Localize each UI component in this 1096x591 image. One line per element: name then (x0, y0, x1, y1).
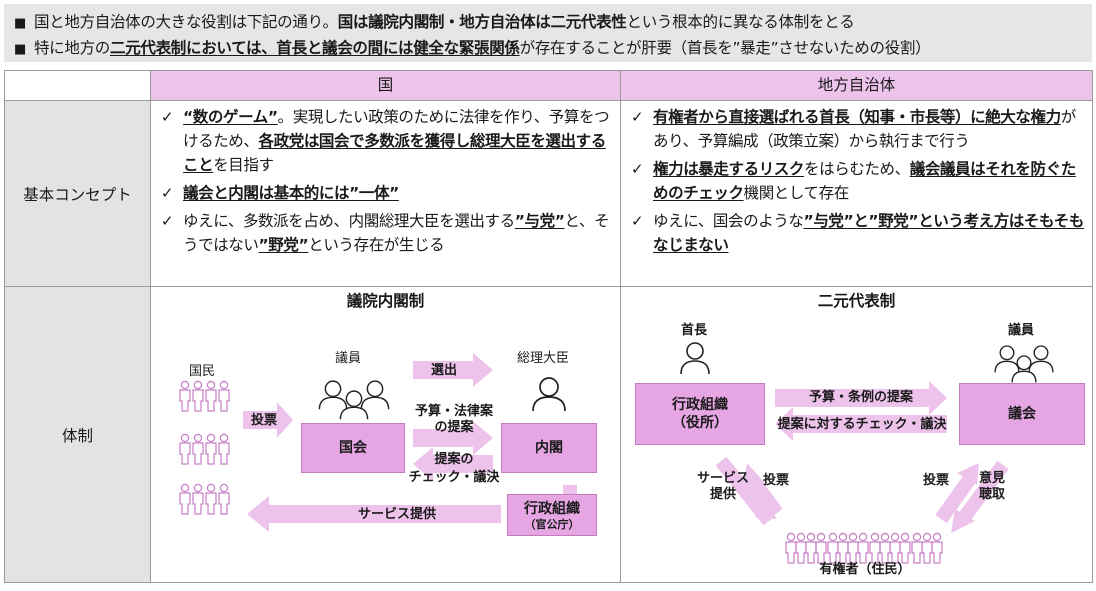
bullet-icon: ■ (14, 42, 26, 57)
local-diagram: 二元代表制 (620, 286, 1093, 583)
check-item: ✓議会と内閣は基本的には”一体” (159, 181, 612, 205)
assembly-box: 議会 (959, 383, 1085, 445)
check-item: ✓“数のゲーム”。実現したい政策のために法律を作り、予算をつけるため、各政党は国… (159, 105, 612, 177)
service-label: サービス 提供 (697, 471, 750, 502)
summary-line-2: ■特に地方の二元代表制においては、首長と議会の間には健全な緊張関係が存在すること… (14, 39, 931, 57)
row-label-system: 体制 (4, 286, 151, 583)
summary-box: ■国と地方自治体の大きな役割は下記の通り。国は議院内閣制・地方自治体は二元代表性… (4, 4, 1092, 62)
vote-left-arrow-head (743, 463, 765, 487)
service-arrow (247, 496, 501, 532)
cabinet-box: 内閣 (501, 423, 597, 473)
corner-cell (4, 70, 151, 101)
members-icon (318, 380, 390, 420)
service-label: サービス提供 (357, 507, 436, 522)
prime-minister-icon (532, 377, 566, 412)
check-item: ✓ゆえに、国会のような”与党”と”野党”という考え方はそもそもなじまない (629, 209, 1084, 257)
check-label: 提案の チェック・議決 (408, 452, 500, 485)
column-header-local: 地方自治体 (620, 70, 1093, 101)
admin-box: 行政組織（官公庁） (507, 494, 597, 536)
citizen-group-icon (179, 380, 230, 515)
summary-line-1: ■国と地方自治体の大きな役割は下記の通り。国は議院内閣制・地方自治体は二元代表性… (14, 13, 855, 31)
local-diagram-title: 二元代表制 (817, 292, 896, 310)
vote-left-label: 投票 (763, 473, 790, 488)
vote-label: 投票 (251, 413, 278, 428)
check-icon: ✓ (161, 212, 174, 230)
check-arrow (413, 447, 493, 481)
column-header-national: 国 (150, 70, 621, 101)
local-diagram-graphics (680, 342, 1054, 564)
opinion-arrow-head (951, 509, 975, 533)
members-label: 議員 (1008, 323, 1035, 338)
prime-minister-label: 総理大臣 (517, 351, 570, 366)
comparison-table: 国 地方自治体 基本コンセプト ✓“数のゲーム”。実現したい政策のために法律を作… (4, 70, 1093, 583)
proposal-label: 予算・条例の提案 (808, 390, 913, 405)
proposal-label: 予算・法律案 の提案 (414, 404, 493, 435)
check-arrow (775, 407, 947, 441)
members-icon (994, 345, 1054, 384)
elect-arrow (413, 353, 493, 387)
voters-icon (785, 532, 943, 564)
check-icon: ✓ (631, 108, 644, 126)
check-icon: ✓ (631, 212, 644, 230)
check-icon: ✓ (631, 160, 644, 178)
vote-right-arrow-head (957, 463, 979, 485)
national-diagram-graphics (179, 353, 577, 532)
check-icon: ✓ (161, 184, 174, 202)
check-icon: ✓ (161, 108, 174, 126)
vote-left-arrow-shaft (749, 478, 783, 518)
check-item: ✓権力は暴走するリスクをはらむため、議会議員はそれを防ぐためのチェック機関として… (629, 157, 1084, 205)
local-admin-box: 行政組織（役所） (635, 383, 765, 445)
head-label: 首長 (681, 323, 708, 338)
check-item: ✓ゆえに、多数派を占め、内閣総理大臣を選出する”与党”と、そうではない”野党”と… (159, 209, 612, 257)
national-diagram-title: 議院内閣制 (346, 292, 425, 310)
opinion-label: 意見 聴取 (979, 471, 1006, 502)
head-icon (680, 342, 710, 375)
check-item: ✓有権者から直接選ばれる首長（知事・市長等）に絶大な権力があり、予算編成（政策立… (629, 105, 1084, 153)
vote-right-arrow-shaft (935, 472, 977, 524)
opinion-arrow-shaft (957, 460, 1009, 524)
vote-right-label: 投票 (923, 473, 950, 488)
proposal-arrow (413, 421, 493, 455)
elect-label: 選出 (431, 363, 458, 378)
national-concept-cell: ✓“数のゲーム”。実現したい政策のために法律を作り、予算をつけるため、各政党は国… (150, 100, 621, 287)
voters-label: 有権者（住民） (819, 562, 911, 577)
local-concept-cell: ✓有権者から直接選ばれる首長（知事・市長等）に絶大な権力があり、予算編成（政策立… (620, 100, 1093, 287)
citizens-label: 国民 (189, 364, 216, 379)
vote-arrow (243, 402, 293, 438)
proposal-arrow (775, 381, 947, 415)
parliament-box: 国会 (301, 423, 405, 473)
row-label-concept: 基本コンセプト (4, 100, 151, 287)
check-label: 提案に対するチェック・議決 (777, 417, 947, 432)
national-diagram: 議院内閣制 (150, 286, 621, 583)
bullet-icon: ■ (14, 16, 26, 31)
members-label: 議員 (335, 351, 362, 366)
